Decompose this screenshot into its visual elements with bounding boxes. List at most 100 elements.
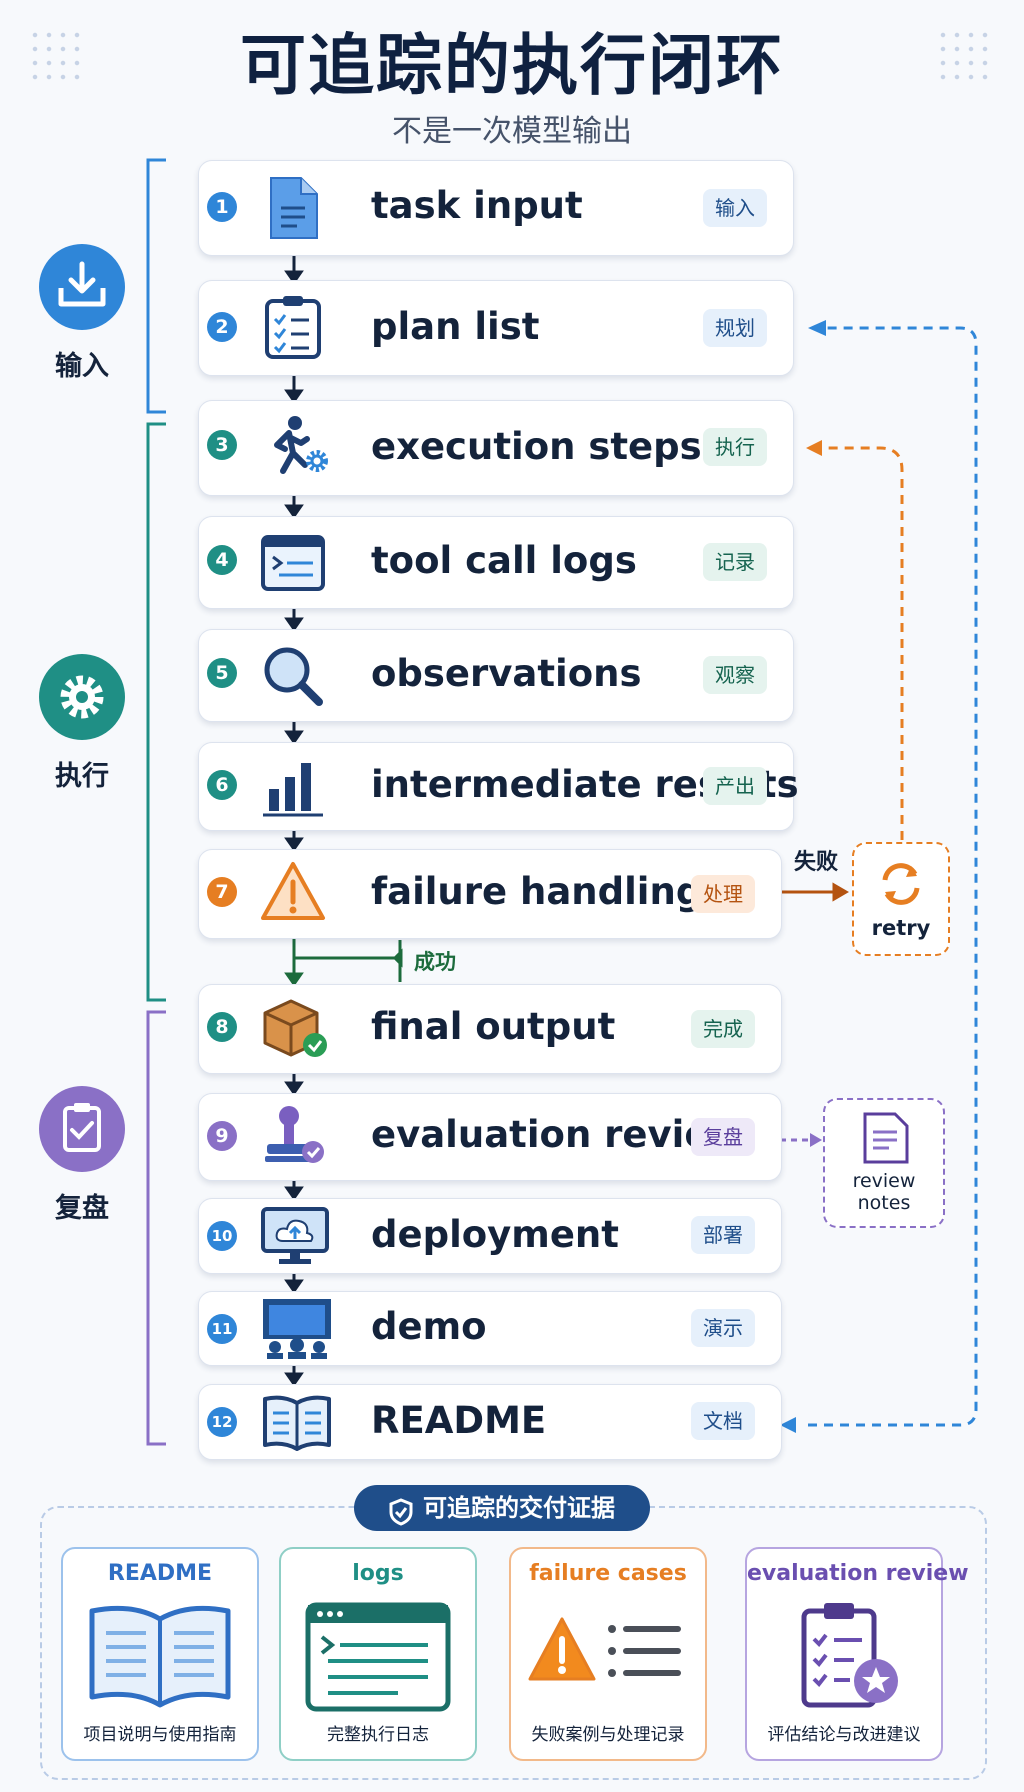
step-tool-call-logs: 4 tool call logs 记录 — [198, 516, 794, 609]
step-tag: 处理 — [691, 875, 755, 913]
step-tag: 规划 — [703, 309, 767, 347]
cloud-monitor-icon — [259, 1205, 329, 1269]
step-tag: 完成 — [691, 1010, 755, 1048]
card-title: failure cases — [529, 1561, 687, 1586]
magnifier-icon — [259, 642, 327, 706]
package-check-icon — [259, 995, 327, 1059]
evidence-heading-text: 可追踪的交付证据 — [423, 1494, 615, 1522]
card-caption: 失败案例与处理记录 — [531, 1725, 685, 1745]
phase-input: 输入 — [36, 244, 128, 383]
phase-review: 复盘 — [36, 1086, 128, 1225]
step-task-input: 1 task input 输入 — [198, 160, 794, 256]
failure-arrow — [781, 882, 849, 902]
clipboard-star-icon — [764, 1601, 924, 1713]
evidence-card-logs: logs 完整执行日志 — [279, 1547, 477, 1761]
card-title: README — [107, 1561, 213, 1586]
step-number: 8 — [207, 1012, 237, 1042]
step-execution-steps: 3 execution steps 执行 — [198, 400, 794, 496]
step-label: failure handling — [371, 870, 703, 913]
page-title: 可追踪的执行闭环 — [240, 27, 784, 104]
step-tag: 部署 — [691, 1216, 755, 1254]
card-title: evaluation review — [747, 1561, 969, 1586]
evidence-card-readme: README 项目说明与使用指南 — [61, 1547, 259, 1761]
checklist-icon — [259, 295, 327, 359]
note-icon — [861, 1112, 909, 1164]
step-tag: 观察 — [703, 656, 767, 694]
step-tag: 执行 — [703, 428, 767, 466]
terminal-window-icon — [298, 1601, 458, 1713]
download-icon — [39, 244, 125, 330]
stamp-icon — [259, 1104, 327, 1168]
step-plan-list: 2 plan list 规划 — [198, 280, 794, 376]
step-label: README — [371, 1399, 547, 1442]
success-label: 成功 — [414, 950, 456, 974]
step-arrows — [284, 255, 304, 1387]
phase-label: 复盘 — [55, 1193, 109, 1224]
step-label: tool call logs — [371, 539, 637, 582]
retry-loop — [818, 446, 904, 840]
step-number: 5 — [207, 658, 237, 688]
step-tag: 演示 — [691, 1309, 755, 1347]
step-tag: 文档 — [691, 1402, 755, 1440]
step-number: 10 — [207, 1221, 237, 1251]
step-intermediate-results: 6 intermediate results 产出 — [198, 742, 799, 831]
evidence-card-evaluation-review: evaluation review 评估结论与改进建议 — [745, 1547, 969, 1761]
page-subtitle: 不是一次模型输出 — [392, 114, 632, 149]
evidence-heading: 可追踪的交付证据 — [354, 1485, 650, 1531]
shield-check-icon — [389, 1495, 413, 1526]
review-notes-box: review notes — [823, 1098, 945, 1228]
book-icon — [259, 1393, 331, 1457]
step-tag: 记录 — [703, 543, 767, 581]
bracket-execute — [146, 422, 166, 1002]
step-tag: 产出 — [703, 767, 767, 805]
step-tag: 输入 — [703, 189, 767, 227]
step-observations: 5 observations 观察 — [198, 629, 794, 722]
fail-label: 失败 — [794, 850, 839, 875]
card-caption: 完整执行日志 — [327, 1725, 429, 1745]
step-readme: 12 README 文档 — [198, 1384, 782, 1460]
review-notes-label: review notes — [852, 1170, 916, 1214]
decor-dots-left — [28, 28, 86, 86]
phase-execute: 执行 — [36, 654, 128, 793]
step-number: 1 — [207, 192, 237, 222]
evidence-card-failure-cases: failure cases 失败案例与处理记录 — [509, 1547, 707, 1761]
terminal-icon — [259, 531, 327, 595]
document-icon — [259, 176, 327, 240]
success-branch — [284, 937, 403, 987]
step-number: 2 — [207, 312, 237, 342]
step-label: deployment — [371, 1213, 619, 1256]
step-number: 3 — [207, 430, 237, 460]
step-label: demo — [371, 1305, 487, 1348]
phase-label: 执行 — [55, 761, 109, 792]
step-number: 12 — [207, 1407, 237, 1437]
warning-icon — [259, 860, 327, 924]
retry-box: retry — [852, 842, 950, 956]
card-caption: 项目说明与使用指南 — [83, 1725, 237, 1745]
open-book-icon — [80, 1601, 240, 1713]
card-caption: 评估结论与改进建议 — [767, 1725, 921, 1745]
bar-chart-icon — [259, 755, 327, 819]
card-title: logs — [352, 1561, 404, 1586]
step-evaluation-review: 9 evaluation review 复盘 — [198, 1093, 782, 1181]
clipboard-check-icon — [39, 1086, 125, 1172]
step-number: 11 — [207, 1314, 237, 1344]
phase-label: 输入 — [55, 351, 109, 382]
step-final-output: 8 final output 完成 — [198, 984, 782, 1074]
step-label: task input — [371, 184, 583, 227]
step-number: 6 — [207, 770, 237, 800]
step-deployment: 10 deployment 部署 — [198, 1198, 782, 1274]
step-number: 9 — [207, 1121, 237, 1151]
step-label: observations — [371, 652, 642, 695]
gear-icon — [39, 654, 125, 740]
step-label: final output — [371, 1005, 616, 1048]
warning-list-icon — [528, 1601, 688, 1713]
step-label: plan list — [371, 305, 540, 348]
step-tag: 复盘 — [691, 1118, 755, 1156]
bracket-input — [146, 158, 166, 414]
runner-gear-icon — [259, 415, 328, 479]
step-number: 7 — [207, 877, 237, 907]
bracket-review — [146, 1010, 166, 1446]
retry-label: retry — [871, 916, 931, 940]
presentation-icon — [259, 1297, 331, 1361]
